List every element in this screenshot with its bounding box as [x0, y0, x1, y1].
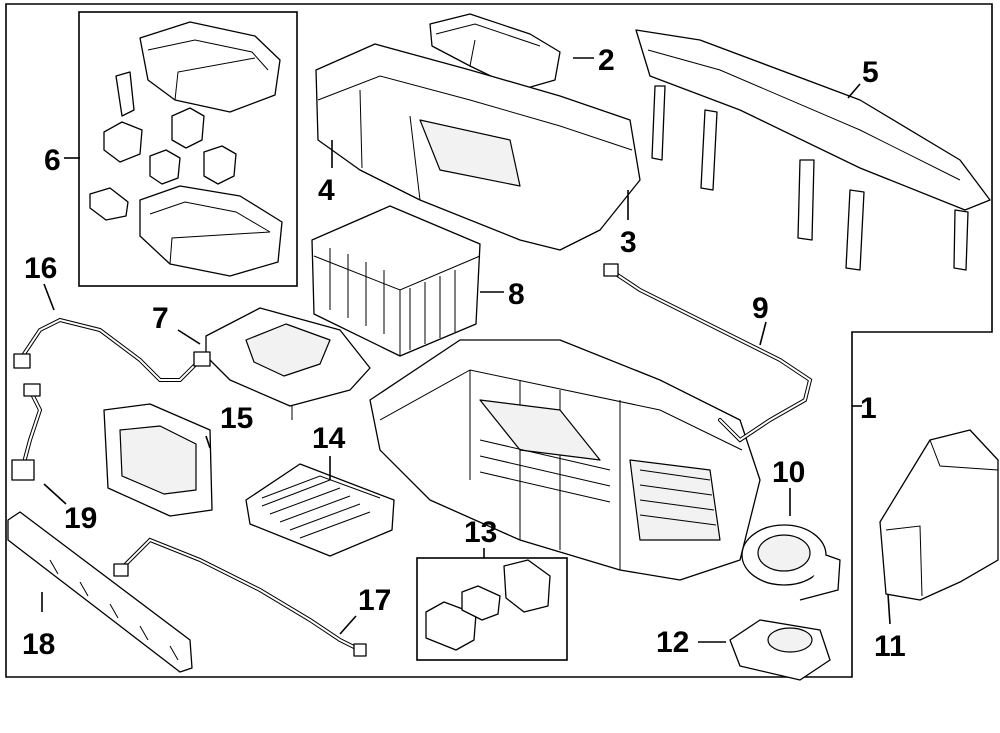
- callout-13: 13: [464, 516, 497, 549]
- callout-4: 4: [318, 174, 335, 207]
- part-14[interactable]: [245, 463, 395, 557]
- callout-3: 3: [620, 226, 637, 259]
- callout-14: 14: [312, 422, 346, 455]
- callout-labels: 1 2 3 4 5 6 7 8 9 10 11 12 13 14 15 16 1…: [22, 44, 906, 663]
- callout-7: 7: [152, 302, 169, 335]
- part-17[interactable]: [113, 537, 367, 657]
- callout-11: 11: [874, 630, 906, 663]
- part-6-group[interactable]: [89, 21, 283, 277]
- callout-19: 19: [64, 502, 97, 535]
- callout-5: 5: [862, 56, 879, 89]
- callout-18: 18: [22, 628, 55, 661]
- callout-2: 2: [598, 44, 615, 77]
- part-15[interactable]: [103, 403, 213, 517]
- group-box-13: [416, 557, 568, 661]
- callout-16: 16: [24, 252, 57, 285]
- part-7[interactable]: [205, 307, 371, 420]
- part-8[interactable]: [311, 205, 481, 357]
- part-4[interactable]: [315, 43, 641, 251]
- callout-12: 12: [656, 626, 689, 659]
- part-18[interactable]: [7, 511, 193, 673]
- callout-17: 17: [358, 584, 391, 617]
- part-10[interactable]: [741, 524, 841, 601]
- part-16[interactable]: [13, 317, 211, 382]
- leader-lines: [41, 57, 891, 643]
- callout-9: 9: [752, 292, 769, 325]
- part-9[interactable]: [603, 263, 813, 443]
- callout-8: 8: [508, 278, 525, 311]
- part-13-group[interactable]: [425, 559, 551, 651]
- part-19[interactable]: [11, 383, 43, 481]
- part-1-battery-tray[interactable]: [369, 339, 761, 581]
- assembly-frame: [5, 3, 993, 678]
- part-12[interactable]: [729, 619, 831, 681]
- callout-1: 1: [860, 392, 877, 425]
- callout-6: 6: [44, 144, 61, 177]
- part-2[interactable]: [429, 13, 561, 91]
- callout-15: 15: [220, 402, 253, 435]
- callout-10: 10: [772, 456, 805, 489]
- part-11[interactable]: [879, 429, 999, 601]
- group-box-6: [78, 11, 298, 287]
- part-5[interactable]: [635, 29, 991, 271]
